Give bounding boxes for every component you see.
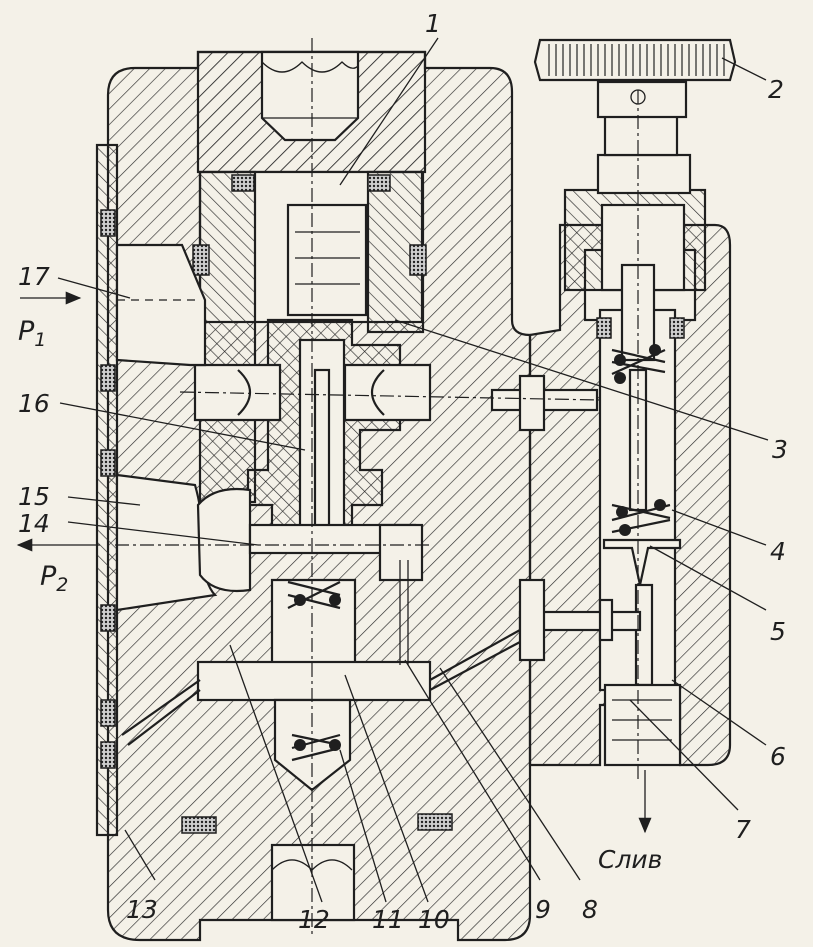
inlet-label: P1 [18,316,46,351]
callout-12: 12 [298,905,330,934]
upper-sleeve [192,170,427,504]
bottom-plug [100,699,453,922]
callout-10: 10 [418,905,450,934]
callout-17: 17 [18,262,50,291]
inlet-symbol: P [18,316,35,347]
callout-2: 2 [768,75,784,104]
outlet-symbol: P [40,561,57,592]
flow-arrows [16,291,652,834]
callout-8: 8 [582,895,598,924]
callout-15: 15 [18,482,50,511]
callout-6: 6 [770,742,786,771]
port-labels: P1 P2 Слив [18,316,662,874]
inlet-channel [100,209,207,392]
callout-1: 1 [425,9,441,38]
callout-7: 7 [735,815,751,844]
outlet-chamber [100,449,424,632]
leader-lines [57,37,769,903]
callout-14: 14 [18,509,50,538]
callout-9: 9 [535,895,551,924]
callout-11: 11 [372,905,404,934]
callout-5: 5 [770,617,786,646]
callout-16: 16 [18,389,50,418]
callout-3: 3 [772,435,788,464]
callout-4: 4 [770,537,786,566]
outlet-label: P2 [40,561,68,596]
drain-label: Слив [598,845,662,874]
callout-labels: 1 2 3 4 5 6 7 8 9 10 11 12 13 14 15 16 1… [18,9,788,934]
outlet-subscript: 2 [56,574,68,596]
inlet-subscript: 1 [34,329,46,351]
callout-13: 13 [126,895,158,924]
center-lines [115,38,639,935]
